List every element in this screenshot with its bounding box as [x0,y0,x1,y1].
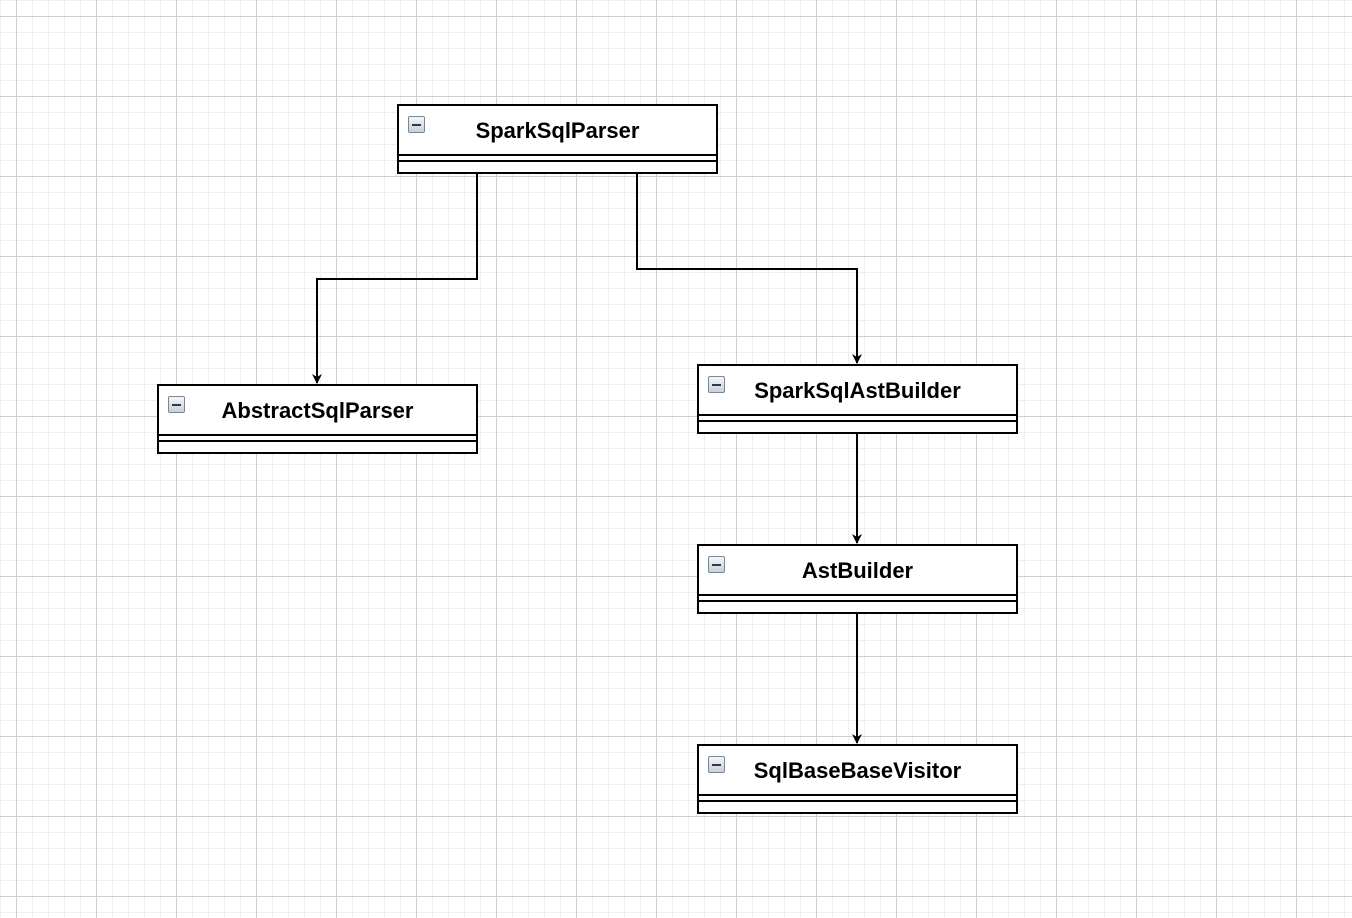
class-header: SqlBaseBaseVisitor [699,746,1016,796]
methods-compartment [699,802,1016,808]
methods-compartment [699,422,1016,428]
class-name: SparkSqlParser [475,118,640,143]
class-name: SqlBaseBaseVisitor [753,758,962,783]
class-header: SparkSqlParser [399,106,716,156]
collapse-minus-icon[interactable] [708,756,725,773]
collapse-minus-icon[interactable] [168,396,185,413]
collapse-minus-icon[interactable] [708,556,725,573]
edge-sparksqlparser-to-sparksqlastbuilder[interactable] [636,173,862,364]
methods-compartment [399,162,716,168]
attributes-compartment [699,416,1016,422]
collapse-minus-icon[interactable] [708,376,725,393]
class-name: AbstractSqlParser [221,398,414,423]
class-box-sqlbasebasevisitor[interactable]: SqlBaseBaseVisitor [697,744,1018,814]
class-header: AbstractSqlParser [159,386,476,436]
edge-sparksqlparser-to-abstractsqlparser[interactable] [312,173,478,384]
attributes-compartment [699,596,1016,602]
class-name: AstBuilder [801,558,914,583]
class-box-sparksqlparser[interactable]: SparkSqlParser [397,104,718,174]
class-name: SparkSqlAstBuilder [754,378,961,403]
methods-compartment [699,602,1016,608]
class-header: SparkSqlAstBuilder [699,366,1016,416]
attributes-compartment [699,796,1016,802]
attributes-compartment [159,436,476,442]
methods-compartment [159,442,476,448]
collapse-minus-icon[interactable] [408,116,425,133]
attributes-compartment [399,156,716,162]
class-box-abstractsqlparser[interactable]: AbstractSqlParser [157,384,478,454]
class-box-sparksqlastbuilder[interactable]: SparkSqlAstBuilder [697,364,1018,434]
class-box-astbuilder[interactable]: AstBuilder [697,544,1018,614]
class-header: AstBuilder [699,546,1016,596]
